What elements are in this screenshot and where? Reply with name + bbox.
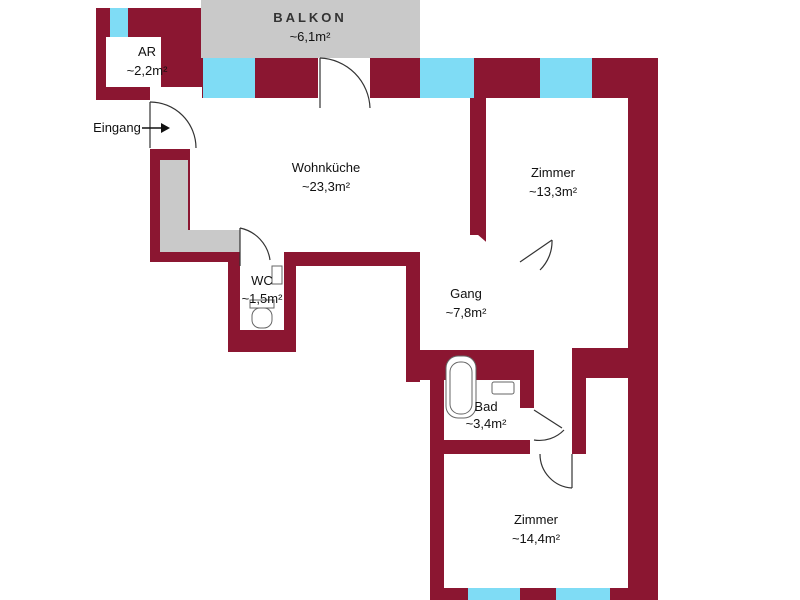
- gang-name: Gang: [450, 286, 482, 301]
- window: [540, 58, 592, 98]
- wall-segment: [470, 90, 486, 235]
- zimmer1-door-leaf: [519, 239, 553, 263]
- room-labels: BALKON ~6,1m² AR ~2,2m² Eingang Wohnküch…: [93, 10, 578, 546]
- bad-name: Bad: [474, 399, 497, 414]
- zimmer2-floor: [444, 454, 628, 588]
- zimmer1-name: Zimmer: [531, 165, 576, 180]
- window: [468, 588, 520, 600]
- zimmer1-floor: [486, 236, 586, 348]
- zimmer1-floor: [486, 98, 628, 348]
- wohnkueche-floor: [190, 98, 470, 252]
- wc-area: ~1,5m²: [242, 291, 283, 306]
- ar-name: AR: [138, 44, 156, 59]
- wall-segment: [284, 252, 420, 266]
- wall-segment: [228, 252, 240, 352]
- ar-area: ~2,2m²: [127, 63, 168, 78]
- wohnkueche-name: Wohnküche: [292, 160, 360, 175]
- balcony-door-arc: [319, 57, 371, 109]
- bad-area: ~3,4m²: [466, 416, 507, 431]
- zimmer2-name: Zimmer: [514, 512, 559, 527]
- kitchen-counter: [160, 230, 240, 252]
- wohnkueche-area: ~23,3m²: [302, 179, 351, 194]
- wc-name: WC: [251, 273, 273, 288]
- bad-floor: [520, 408, 534, 440]
- wc-door-arc: [239, 227, 271, 261]
- wall-segment: [228, 330, 294, 352]
- wall-segment: [430, 588, 658, 600]
- toilet-bowl: [251, 307, 273, 329]
- window: [110, 8, 128, 37]
- zimmer2-door-arc: [539, 453, 573, 489]
- wall-segment: [430, 350, 444, 600]
- bad-door-leaf: [533, 409, 563, 429]
- wall-segment: [520, 350, 534, 408]
- balcony-area: [201, 0, 420, 58]
- wall-segment: [284, 252, 296, 352]
- wall-segment: [628, 58, 658, 600]
- wall-segment: [430, 440, 530, 454]
- bad-door-arc: [533, 429, 565, 442]
- fixtures: [249, 265, 515, 419]
- doors: [149, 57, 573, 489]
- entrance-arrow: [142, 123, 170, 133]
- zimmer2-floor: [586, 378, 628, 454]
- ar-floor: [106, 37, 161, 87]
- wall-segment: [572, 348, 658, 378]
- zimmer1-door-arc: [539, 239, 553, 271]
- balcony-door-opening: [318, 58, 370, 98]
- entrance-label: Eingang: [93, 120, 141, 135]
- wall-segment: [150, 250, 240, 262]
- balkon-name: BALKON: [273, 10, 347, 25]
- zimmer1-area: ~13,3m²: [529, 184, 578, 199]
- zimmer2-area: ~14,4m²: [512, 531, 561, 546]
- wall-segment: [406, 252, 420, 382]
- window: [203, 58, 255, 98]
- entrance-door-arc: [149, 101, 197, 149]
- bathtub-inner: [449, 361, 473, 415]
- balkon-area: ~6,1m²: [290, 29, 331, 44]
- gang-area: ~7,8m²: [446, 305, 487, 320]
- window: [420, 58, 474, 98]
- gang-floor: [534, 350, 572, 440]
- wc-basin: [271, 265, 283, 285]
- wall-segment: [572, 440, 586, 454]
- window: [556, 588, 610, 600]
- washbasin: [491, 381, 515, 395]
